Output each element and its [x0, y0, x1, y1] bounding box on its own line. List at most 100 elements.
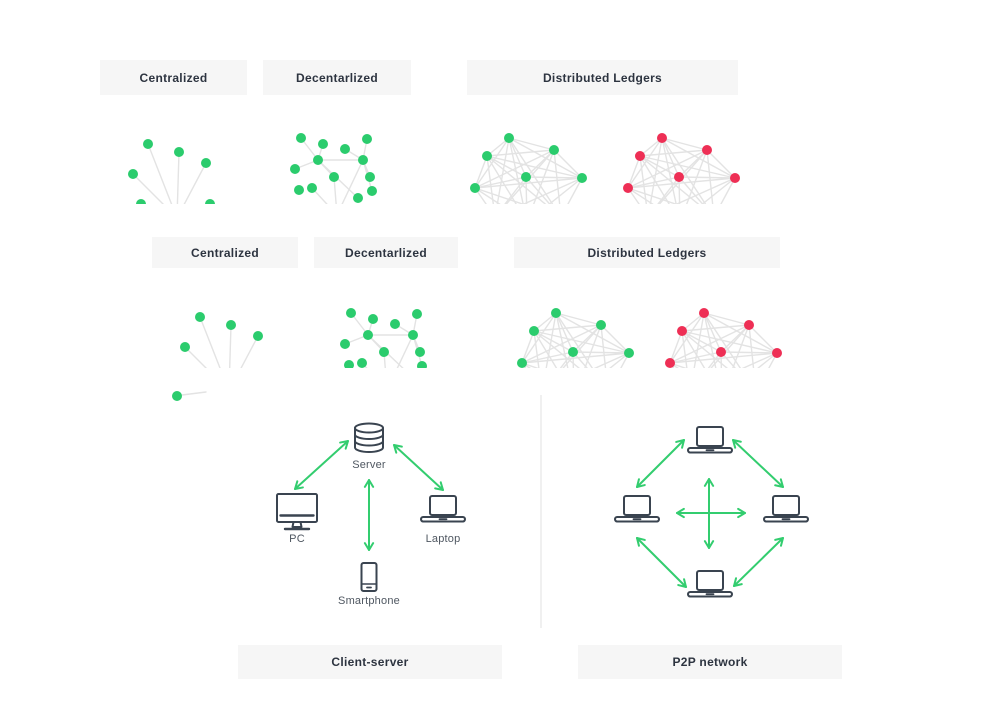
network-edge — [572, 351, 575, 368]
network-edge — [181, 391, 207, 396]
network-edge — [675, 177, 736, 204]
laptop-icon — [763, 495, 809, 523]
network-node — [363, 330, 373, 340]
network-edge — [706, 149, 736, 179]
network-edge — [600, 324, 607, 368]
laptop-lid — [429, 495, 457, 516]
network-edge — [240, 335, 259, 368]
network-edge — [525, 176, 528, 204]
label-row2-distributed-ledgers: Distributed Ledgers — [514, 237, 780, 268]
network-node — [596, 320, 606, 330]
network-edge — [703, 312, 717, 368]
network-edge — [533, 149, 555, 204]
network-edge — [486, 155, 517, 204]
network-edge — [620, 352, 630, 368]
network-edge — [361, 362, 368, 368]
network-edge — [678, 176, 704, 204]
network-node — [624, 348, 634, 358]
bottom-diagrams-svg — [172, 391, 809, 598]
smartphone-label: Smartphone — [338, 595, 400, 607]
network-edge — [228, 324, 232, 368]
connection-arrow — [732, 536, 785, 588]
network-node — [128, 169, 138, 179]
network-edge — [474, 187, 525, 204]
network-node — [408, 330, 418, 340]
network-edge — [757, 352, 778, 368]
network-node — [253, 331, 263, 341]
network-edge — [311, 187, 328, 204]
network-node — [657, 133, 667, 143]
network-edge — [681, 330, 706, 368]
network-edge — [555, 312, 574, 353]
network-edge — [748, 324, 778, 354]
network-edge — [132, 173, 164, 204]
network-edge — [521, 362, 527, 368]
network-edge — [545, 312, 557, 368]
network-edge — [521, 330, 535, 364]
network-edge — [474, 187, 501, 204]
network-edge — [627, 177, 736, 189]
network-node — [226, 320, 236, 330]
network-edge — [474, 177, 583, 189]
network-edge — [533, 330, 630, 354]
network-node — [172, 391, 182, 401]
network-node — [318, 139, 328, 149]
network-edge — [572, 351, 588, 368]
laptop-icon — [614, 495, 660, 523]
network-edge — [333, 176, 337, 204]
network-edge — [521, 351, 574, 364]
network-edge — [681, 330, 728, 368]
laptop-label: Laptop — [425, 533, 461, 545]
network-edge — [669, 324, 750, 364]
network-node — [417, 361, 427, 368]
network-node — [294, 185, 304, 195]
network-edge — [553, 149, 561, 204]
network-node — [362, 134, 372, 144]
network-node — [195, 312, 205, 322]
network-edge — [147, 143, 173, 204]
laptop-lid — [623, 495, 651, 516]
network-edge — [396, 334, 414, 368]
network-edge — [720, 351, 778, 354]
network-node — [367, 186, 377, 196]
connection-arrow — [392, 443, 445, 492]
network-edge — [521, 362, 540, 368]
network-node — [379, 347, 389, 357]
network-edge — [199, 316, 221, 368]
phone-body — [360, 562, 378, 592]
connection-arrow — [293, 439, 350, 491]
network-edge — [508, 137, 555, 151]
connection-arrow — [635, 438, 686, 489]
network-edge — [508, 137, 524, 204]
network-edge — [525, 176, 583, 179]
network-node — [340, 339, 350, 349]
network-node — [772, 348, 782, 358]
laptop-icon — [687, 426, 733, 454]
monitor-screen — [276, 493, 318, 523]
row2-networks-svg — [180, 308, 782, 368]
network-edge — [669, 352, 778, 364]
network-node — [357, 358, 367, 368]
network-node — [365, 172, 375, 182]
network-edge — [593, 352, 630, 368]
network-edge — [669, 330, 683, 364]
network-edge — [720, 351, 736, 368]
laptop-base — [614, 516, 660, 523]
network-node — [307, 183, 317, 193]
network-node — [577, 173, 587, 183]
smartphone-icon — [360, 562, 378, 592]
network-edge — [176, 151, 180, 204]
label-row1-decentarlized: Decentarlized — [263, 60, 411, 95]
network-node — [340, 144, 350, 154]
network-node — [329, 172, 339, 182]
laptop-base — [763, 516, 809, 523]
network-edge — [669, 351, 722, 364]
connection-arrow — [635, 536, 688, 589]
network-edge — [474, 176, 527, 189]
network-edge — [661, 137, 677, 204]
network-edge — [657, 176, 680, 204]
network-node — [358, 155, 368, 165]
network-edge — [555, 312, 569, 368]
network-edge — [639, 155, 700, 204]
